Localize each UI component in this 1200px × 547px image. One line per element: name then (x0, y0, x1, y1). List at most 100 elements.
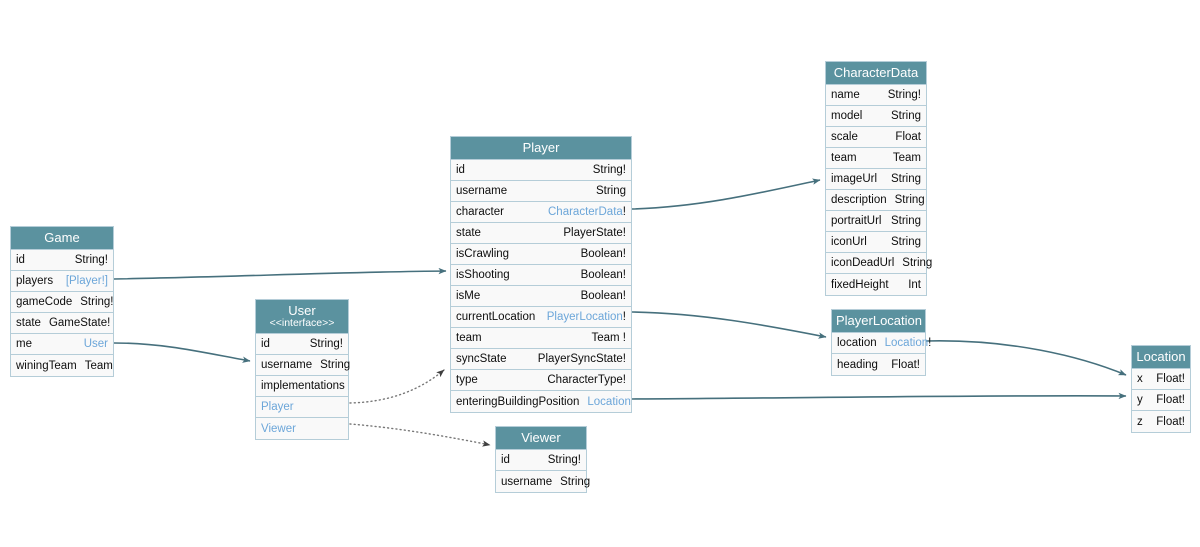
field-name: team (456, 332, 482, 344)
field-name: Player (261, 401, 294, 413)
entity-title: PlayerLocation (836, 313, 922, 328)
field-name: scale (831, 131, 858, 143)
field-type-link[interactable]: [Player!] (65, 275, 108, 287)
field-name: team (831, 152, 857, 164)
field-row[interactable]: players [Player!] (11, 271, 113, 292)
field-type: String! (74, 254, 108, 266)
field-name: winingTeam (16, 359, 77, 372)
field-type: PlayerSyncState! (537, 353, 626, 365)
entity-header-viewer: Viewer (496, 427, 586, 450)
field-name: currentLocation (456, 311, 536, 323)
field-name: fixedHeight (831, 278, 889, 291)
field-name: iconDeadUrl (831, 257, 895, 269)
field-name: y (1137, 394, 1143, 406)
field-type: String (890, 236, 921, 248)
field-row: name String! (826, 85, 926, 106)
field-type: String (595, 185, 626, 197)
field-name: id (456, 164, 465, 176)
field-type[interactable]: CharacterData! (540, 206, 626, 218)
edge-game-me-to-user (113, 342, 251, 363)
field-type: CharacterType! (547, 374, 626, 386)
field-name: me (16, 338, 32, 350)
field-type: String (890, 173, 921, 185)
entity-header-location: Location (1132, 346, 1190, 369)
edge-game-players-to-player (113, 267, 447, 280)
field-row: iconUrl String (826, 232, 926, 253)
field-row: fixedHeight Int (826, 274, 926, 295)
entity-title: Player (522, 140, 560, 155)
field-row[interactable]: me User (11, 334, 113, 355)
field-name: Viewer (261, 422, 296, 435)
field-type: String! (887, 89, 921, 101)
field-name: state (456, 227, 481, 239)
entity-header-playerlocation: PlayerLocation (832, 310, 925, 333)
field-name: heading (837, 358, 878, 371)
field-name: portraitUrl (831, 215, 882, 227)
field-type: String! (309, 338, 343, 350)
edge-player-currentlocation-to-playerlocation (631, 311, 827, 339)
field-type: String (902, 257, 933, 269)
field-type-link[interactable]: CharacterData (548, 206, 623, 218)
field-name: state (16, 317, 41, 329)
field-type-link[interactable]: PlayerLocation (546, 311, 623, 323)
field-type-link[interactable]: User (83, 338, 108, 350)
field-type[interactable]: User (76, 338, 108, 350)
field-name: isMe (456, 290, 481, 302)
field-type-link[interactable]: Location (884, 337, 929, 349)
field-type[interactable]: PlayerLocation! (539, 311, 626, 323)
field-name: description (831, 194, 887, 206)
field-type: String (894, 194, 925, 206)
entity-stereotype: <<interface>> (269, 317, 335, 329)
field-type[interactable]: Location! (877, 337, 932, 349)
field-type: String! (547, 454, 581, 466)
field-name: implementations (261, 380, 345, 392)
field-type: String (890, 215, 921, 227)
field-name: type (456, 374, 478, 386)
entity-title: CharacterData (833, 65, 919, 80)
edge-player-character-to-characterdata (631, 178, 821, 210)
implementation-row[interactable]: Player (256, 397, 348, 418)
field-type[interactable]: Location (579, 396, 630, 408)
entity-header-user: User<<interface>> (256, 300, 348, 334)
entity-title: Game (44, 230, 80, 245)
field-row: id String! (451, 160, 631, 181)
entity-header-player: Player (451, 137, 631, 160)
entity-title: Viewer (521, 430, 561, 445)
field-type: String! (80, 296, 114, 308)
field-name: players (16, 275, 54, 287)
field-type[interactable]: [Player!] (58, 275, 108, 287)
field-type: Int (908, 278, 921, 291)
edge-user-implements-viewer (349, 423, 491, 447)
field-type: String! (592, 164, 626, 176)
field-name: iconUrl (831, 236, 867, 248)
field-row: iconDeadUrl String (826, 253, 932, 274)
field-type-link[interactable]: Location (587, 395, 631, 408)
field-name: name (831, 89, 860, 101)
implementation-row[interactable]: Viewer (256, 418, 348, 439)
field-name: username (261, 359, 313, 371)
